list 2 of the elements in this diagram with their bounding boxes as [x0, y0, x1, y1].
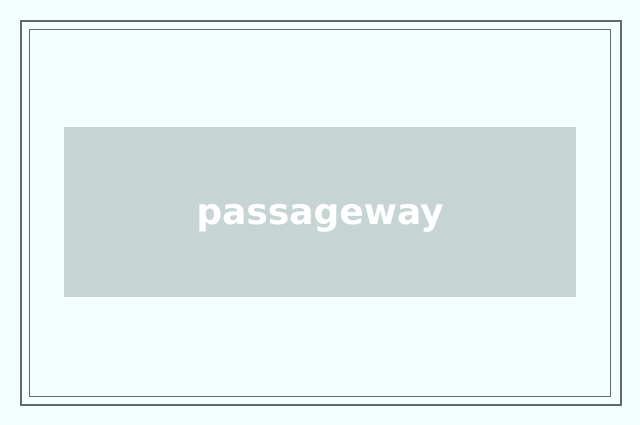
- title-panel: [64, 127, 576, 297]
- panel-text: passageway: [196, 192, 444, 232]
